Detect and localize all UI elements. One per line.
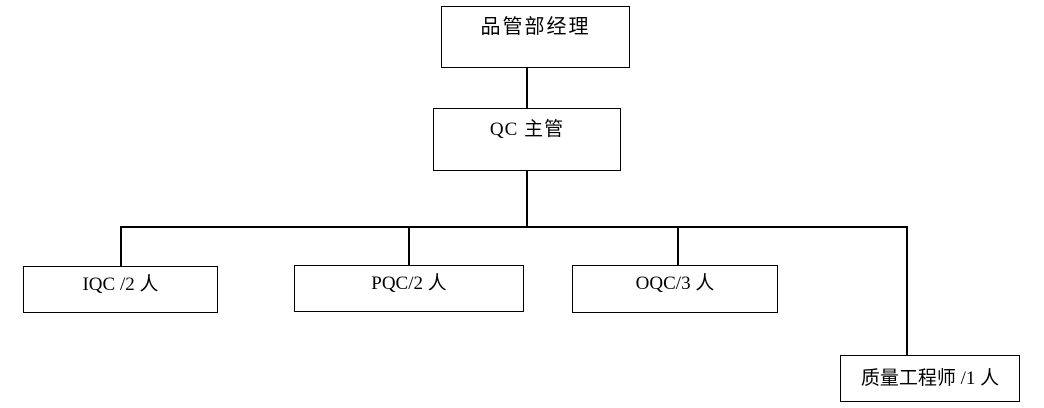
node-pqc: PQC/2 人 (294, 265, 524, 312)
node-iqc: IQC /2 人 (23, 266, 218, 313)
node-manager: 品管部经理 (441, 6, 630, 68)
connector-drop-pqc (408, 226, 410, 265)
node-oqc: OQC/3 人 (572, 265, 778, 313)
connector-drop-iqc (120, 226, 122, 266)
connector-drop-quality-engineer (906, 226, 908, 355)
node-qc-supervisor: QC 主管 (433, 108, 621, 171)
connector-qc-to-bus (526, 171, 528, 226)
connector-manager-to-qc (526, 68, 528, 108)
node-quality-engineer: 质量工程师 /1 人 (840, 355, 1020, 402)
connector-drop-oqc (677, 226, 679, 265)
connector-bus-horizontal (120, 226, 907, 228)
